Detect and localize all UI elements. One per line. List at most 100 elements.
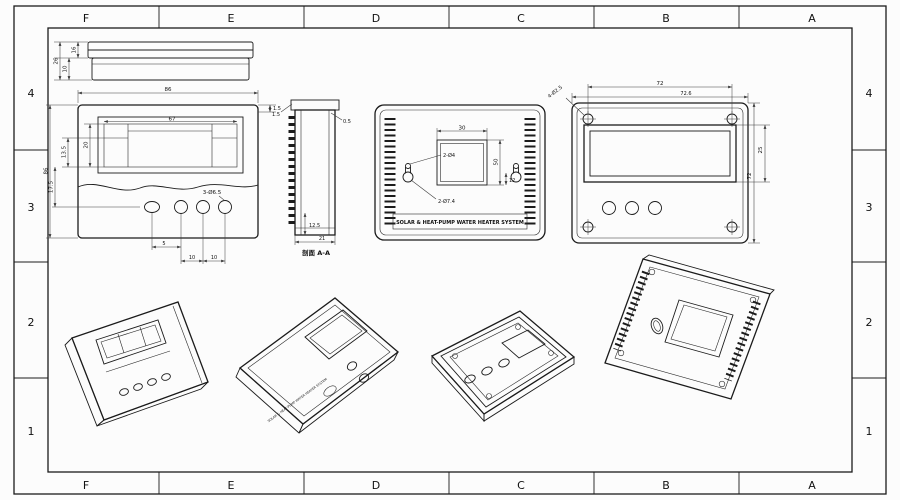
iso-view-front-right: SOLAR & HEAT-PUMP WATER HEATER SYSTEM xyxy=(235,297,400,434)
iso4-screw-hole xyxy=(617,349,625,357)
iso1-button xyxy=(161,373,171,381)
lcd-frame xyxy=(583,124,737,183)
dim-screw-span: 72 xyxy=(657,81,664,87)
dim-lcd-offset: 25 xyxy=(758,146,764,153)
section-body xyxy=(294,109,336,236)
dim-bottom-depth: 12.5 xyxy=(309,223,320,229)
button-3 xyxy=(218,200,232,214)
back-view: 30 2-Ø4 2-Ø7.4 50 12 SOLAR & HEAT-PUMP W… xyxy=(374,104,546,241)
iso2-button xyxy=(346,361,358,371)
sheet-frame: F E D C B A F E D C B A 4 3 2 1 4 3 2 1 xyxy=(13,5,887,495)
dim-front-height: 86 xyxy=(44,167,50,174)
iso3-wall-right xyxy=(483,356,575,422)
iso3-boss xyxy=(486,393,492,399)
grid-row-label: 3 xyxy=(866,201,873,214)
grid-row-label: 4 xyxy=(28,87,35,100)
break-wave-line xyxy=(77,183,259,191)
iso1-button xyxy=(147,378,157,386)
back-view-dimensions: 30 2-Ø4 2-Ø7.4 50 12 xyxy=(409,126,515,205)
panel-outline xyxy=(571,102,749,244)
section-dimensions: 1.5 0.5 12.5 21 xyxy=(272,103,351,245)
dim-section-width: 21 xyxy=(319,236,325,242)
panel-view: 4-Ø2.5 72 72.6 72 25 xyxy=(546,81,770,244)
dim-wall-thickness: 0.5 xyxy=(343,119,351,125)
front-outline xyxy=(77,104,259,239)
inner-border xyxy=(47,27,853,473)
iso4-recess-panel xyxy=(664,299,734,358)
dim-button-offset: 17.5 xyxy=(49,180,55,193)
grid-col-label: A xyxy=(808,479,816,492)
grid-labels-bottom: F E D C B A xyxy=(83,479,816,492)
dim-keyhole-small: 2-Ø4 xyxy=(443,152,455,159)
button-1 xyxy=(174,200,188,214)
grid-ticks xyxy=(14,6,886,494)
dim-spacing-10a: 10 xyxy=(189,255,195,261)
iso2-bottom-edge xyxy=(298,351,399,434)
back-cutout xyxy=(436,139,488,186)
grid-col-label: F xyxy=(83,12,89,25)
iso-view-front-left xyxy=(64,301,209,427)
grid-row-label: 1 xyxy=(866,425,873,438)
dim-button-holes: 3-Ø6.5 xyxy=(203,189,222,196)
grid-col-label: B xyxy=(662,12,670,25)
dim-window-height: 20 xyxy=(84,141,90,148)
keyhole-slot-left xyxy=(402,163,414,183)
iso4-screw-hole xyxy=(749,296,757,304)
dim-front-width: 86 xyxy=(165,87,172,93)
dim-cutout-width: 30 xyxy=(459,126,466,132)
dim-panel-height: 72 xyxy=(747,173,753,180)
iso3-rim-inner xyxy=(440,316,567,408)
iso2-display xyxy=(304,309,368,360)
dim-subwindow-height: 13.5 xyxy=(62,145,68,158)
iso2-button xyxy=(358,373,370,383)
dim-keyhole-large: 2-Ø7.4 xyxy=(438,198,455,205)
panel-inner-edge xyxy=(576,107,744,239)
corner-screws xyxy=(580,111,740,235)
display-bezel xyxy=(97,116,244,174)
iso3-rim-outer xyxy=(430,310,576,415)
panel-button-1 xyxy=(602,201,616,215)
dim-fin-depth: 1.5 xyxy=(272,112,280,118)
label-recess xyxy=(392,213,528,230)
power-button xyxy=(144,201,160,213)
outer-border xyxy=(13,5,887,495)
grid-col-label: D xyxy=(372,479,380,492)
grid-col-label: A xyxy=(808,12,816,25)
dim-cutout-height: 50 xyxy=(494,158,500,165)
top-view-body xyxy=(91,57,250,81)
section-label: 剖面 A-A xyxy=(302,248,330,257)
back-inner-edge xyxy=(379,109,541,236)
lcd-window xyxy=(589,130,731,177)
iso4-screw-hole xyxy=(648,268,656,276)
button-2 xyxy=(196,200,210,214)
iso1-display xyxy=(95,319,167,365)
iso4-top-edge xyxy=(642,254,775,295)
front-view: 86 1.5 67 20 13.5 17.5 86 xyxy=(44,87,281,264)
iso2-logo-oval xyxy=(323,385,337,397)
grid-col-label: E xyxy=(228,12,235,25)
grid-labels-left: 4 3 2 1 xyxy=(28,87,35,438)
iso3-button-hole xyxy=(481,366,493,376)
grid-col-label: C xyxy=(517,479,525,492)
iso4-vent-fins-left xyxy=(613,270,650,352)
dim-lip: 1.5 xyxy=(273,106,281,112)
grid-col-label: E xyxy=(228,479,235,492)
dim-window-width: 67 xyxy=(169,117,176,123)
iso1-side-face xyxy=(64,337,105,427)
iso3-boss xyxy=(452,353,458,359)
grid-col-label: C xyxy=(517,12,525,25)
dim-spacing-10b: 10 xyxy=(211,255,217,261)
grid-col-label: B xyxy=(662,479,670,492)
iso3-button-hole xyxy=(498,358,510,368)
grid-row-label: 1 xyxy=(28,425,35,438)
panel-button-3 xyxy=(648,201,662,215)
iso3-boss xyxy=(548,350,554,356)
dim-body-height: 10 xyxy=(63,65,69,72)
iso3-button-hole xyxy=(464,374,476,384)
dim-panel-width: 72.6 xyxy=(680,91,691,97)
display-window xyxy=(103,123,238,168)
iso1-button xyxy=(119,388,129,396)
top-view: 16 10 26 xyxy=(54,41,254,81)
dim-spacing-5: 5 xyxy=(162,241,165,247)
